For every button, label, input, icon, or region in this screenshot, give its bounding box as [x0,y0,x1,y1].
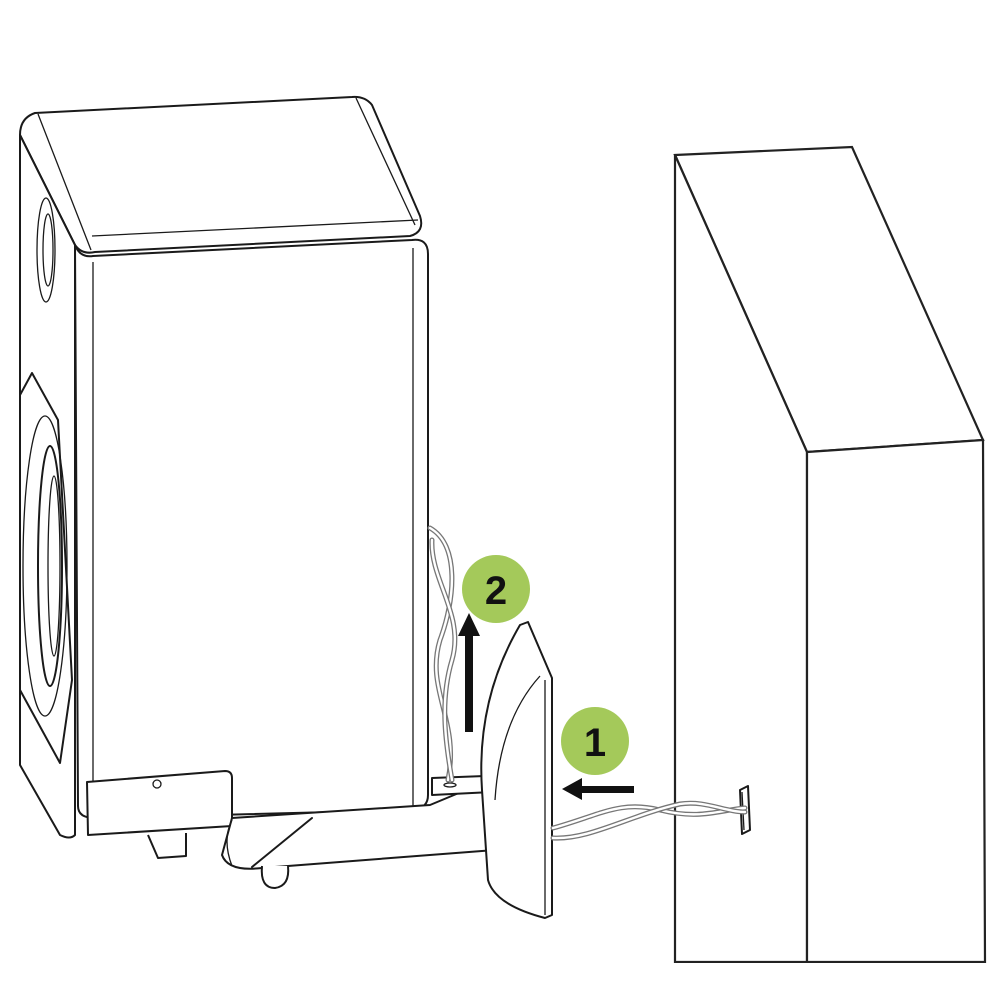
step-badge-2: 2 [462,555,530,623]
speaker [19,95,429,839]
wall-cable [550,800,748,841]
speaker-base-block [86,770,233,859]
bracket-plate [480,621,553,919]
step-badge-1: 1 [561,707,629,775]
arrow-up-icon [458,613,480,732]
step-number-2: 2 [485,569,507,613]
step-number-1: 1 [584,721,606,765]
wall [660,145,1000,1000]
speaker-cable [427,525,458,783]
arrow-left-icon [562,778,634,800]
